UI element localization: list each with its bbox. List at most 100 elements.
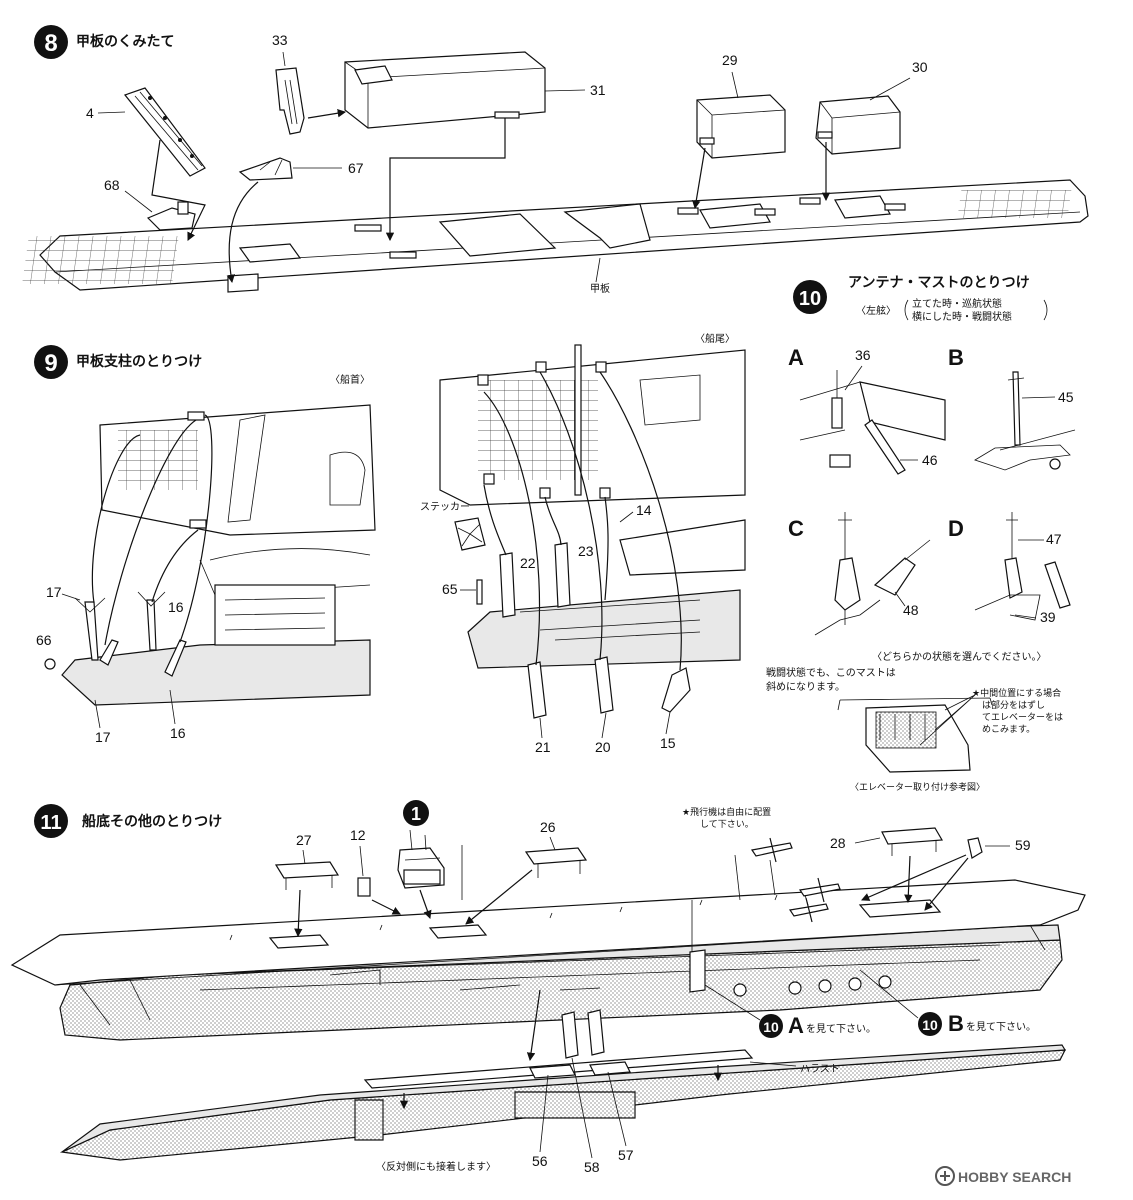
bottom-note: 〈反対側にも接着します〉 <box>376 1160 496 1173</box>
stern-label: 〈船尾〉 <box>695 332 735 345</box>
flight-deck-part <box>22 179 1089 293</box>
label-47: 47 <box>1046 531 1062 547</box>
label-30: 30 <box>912 59 928 75</box>
label-29: 29 <box>722 52 738 68</box>
label-68: 68 <box>104 177 120 193</box>
ballast-parts <box>354 989 797 1141</box>
letter-d: D <box>948 516 964 541</box>
ballast-label: ハラスト <box>800 1063 840 1075</box>
label-12: 12 <box>350 827 366 843</box>
svg-text:10: 10 <box>799 288 821 310</box>
step-9: 9 甲板支柱のとりつけ 〈船首〉 〈船尾〉 <box>34 332 746 755</box>
elevator-ref-label: 〈エレベーター取り付け参考図〉 <box>850 781 985 793</box>
part-33 <box>275 67 305 135</box>
full-ship-hull <box>10 837 1086 1041</box>
battle-note-1: 戦闘状態でも、このマストは <box>766 666 896 679</box>
stern-deck-view <box>439 344 746 719</box>
state-raised: 立てた時・巡航状態 <box>912 297 1002 310</box>
mast-a <box>799 370 946 475</box>
step-10: 10 アンテナ・マストのとりつけ 〈左舷〉 立てた時・巡航状態 横にした時・戦闘… <box>766 275 1076 793</box>
ref-b-letter: B <box>948 1011 964 1036</box>
label-17a: 17 <box>46 584 62 600</box>
part-29 <box>696 94 786 159</box>
part-28 <box>881 827 944 856</box>
state-lowered: 横にした時・戦闘状態 <box>912 310 1012 323</box>
port-label: 〈左舷〉 <box>856 304 896 317</box>
elevator-note-1: ★中間位置にする場合 <box>972 687 1061 699</box>
label-66: 66 <box>36 632 52 648</box>
mast-b <box>974 371 1076 471</box>
label-46: 46 <box>922 452 938 468</box>
aircraft-note-2: して下さい。 <box>700 819 754 830</box>
svg-text:8: 8 <box>44 30 57 57</box>
ref-badge-1: 1 <box>403 800 429 826</box>
choose-note: 〈どちらかの状態を選んでください。〉 <box>872 650 1047 663</box>
step-11-badge: 11 <box>34 804 68 838</box>
battle-note-2: 斜めになります。 <box>766 680 845 693</box>
label-28: 28 <box>830 835 846 851</box>
svg-text:11: 11 <box>40 812 61 834</box>
step-9-badge: 9 <box>34 345 68 379</box>
elevator-note-2: は部分をはずし <box>982 699 1045 711</box>
elevator-note-3: てエレベーターをは <box>982 712 1063 723</box>
mast-d <box>974 512 1071 621</box>
label-14: 14 <box>636 502 652 518</box>
elevator-reference <box>837 694 993 773</box>
part-4 <box>124 87 206 177</box>
label-57: 57 <box>618 1147 634 1163</box>
bow-deck-view <box>44 404 376 706</box>
label-22: 22 <box>520 555 536 571</box>
part-68 <box>146 201 196 231</box>
letter-b: B <box>948 345 964 370</box>
label-17b: 17 <box>95 729 111 745</box>
letter-c: C <box>788 516 804 541</box>
sticker-label: ステッカー <box>420 501 470 513</box>
step-8-badge: 8 <box>34 25 68 59</box>
label-48: 48 <box>903 602 919 618</box>
label-31: 31 <box>590 82 606 98</box>
watermark: HOBBY SEARCH <box>935 1166 1071 1186</box>
bow-label: 〈船首〉 <box>330 373 370 386</box>
letter-a: A <box>788 345 804 370</box>
label-56: 56 <box>532 1153 548 1169</box>
part-59 <box>967 837 983 859</box>
label-59: 59 <box>1015 837 1031 853</box>
part-12 <box>357 877 371 897</box>
label-16a: 16 <box>168 599 184 615</box>
svg-text:9: 9 <box>44 350 57 377</box>
label-36: 36 <box>855 347 871 363</box>
step-8: 8 甲板のくみたて 甲板 <box>22 25 1089 295</box>
label-16b: 16 <box>170 725 186 741</box>
ref-a-letter: A <box>788 1013 804 1038</box>
label-26: 26 <box>540 819 556 835</box>
label-45: 45 <box>1058 389 1074 405</box>
step-10-title: アンテナ・マストのとりつけ <box>848 275 1030 291</box>
label-33: 33 <box>272 32 288 48</box>
watermark-text: HOBBY SEARCH <box>958 1169 1071 1185</box>
label-65: 65 <box>442 581 458 597</box>
mast-c <box>814 512 931 636</box>
aircraft-note-1: ★飛行機は自由に配置 <box>682 806 771 818</box>
label-20: 20 <box>595 739 611 755</box>
ref-badge-10b: 10 <box>918 1012 942 1036</box>
step-11: 11 船底その他のとりつけ <box>10 800 1086 1175</box>
ref-badge-10a: 10 <box>759 1014 783 1038</box>
label-21: 21 <box>535 739 551 755</box>
island-part <box>397 829 445 889</box>
svg-text:10: 10 <box>922 1017 938 1033</box>
label-39: 39 <box>1040 609 1056 625</box>
step-11-title: 船底その他のとりつけ <box>82 813 222 830</box>
label-15: 15 <box>660 735 676 751</box>
label-58: 58 <box>584 1159 600 1175</box>
part-31 <box>344 51 546 129</box>
label-23: 23 <box>578 543 594 559</box>
svg-text:10: 10 <box>763 1019 779 1035</box>
part-26 <box>524 847 588 878</box>
deck-label: 甲板 <box>590 282 610 295</box>
label-27: 27 <box>296 832 312 848</box>
label-67: 67 <box>348 160 364 176</box>
step-9-title: 甲板支柱のとりつけ <box>76 353 202 370</box>
part-30 <box>815 95 901 155</box>
